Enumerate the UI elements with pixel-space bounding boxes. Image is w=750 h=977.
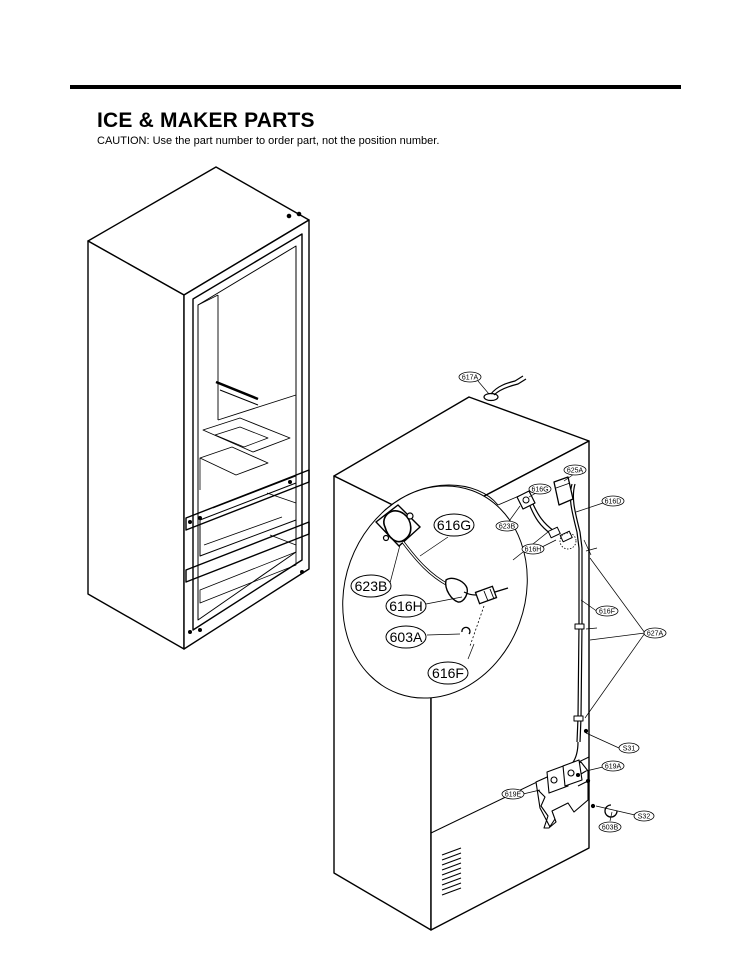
vent-grille <box>441 847 462 896</box>
svg-text:616D: 616D <box>605 499 622 506</box>
callout-603B: 603B <box>598 821 622 833</box>
callout-616F: 616F <box>595 605 619 617</box>
detail-callout-616F: 616F <box>427 661 469 685</box>
svg-text:617A: 617A <box>462 375 479 382</box>
cabinet-front-view <box>87 166 310 650</box>
water-valve-bracket <box>535 759 591 829</box>
svg-text:616H: 616H <box>525 547 542 554</box>
callout-625A: 625A <box>563 464 587 476</box>
detail-callout-616G: 616G <box>433 513 475 537</box>
svg-text:627A: 627A <box>647 631 664 638</box>
callout-617A: 617A <box>458 371 482 383</box>
svg-text:S31: S31 <box>623 746 636 753</box>
svg-text:623B: 623B <box>355 578 388 594</box>
svg-text:616F: 616F <box>432 665 464 681</box>
part-callouts: 617A 625A 616G 616D 623B 616H 616F 627A <box>458 371 667 833</box>
detail-magnifier <box>342 484 549 699</box>
caution-note: CAUTION: Use the part number to order pa… <box>97 135 440 147</box>
callout-619E: 619E <box>501 788 525 800</box>
callout-619A: 619A <box>601 760 625 772</box>
detail-callouts: 616G 623B 616H 603A 616F <box>350 513 475 685</box>
callout-623B: 623B <box>495 520 519 532</box>
svg-text:625A: 625A <box>567 468 584 475</box>
callout-S31: S31 <box>618 742 640 754</box>
callout-616D: 616D <box>601 495 625 507</box>
callout-leaders <box>389 380 646 822</box>
callout-616G: 616G <box>528 483 552 495</box>
svg-text:616G: 616G <box>437 517 471 533</box>
callout-S32: S32 <box>633 810 655 822</box>
svg-text:616F: 616F <box>599 609 615 616</box>
svg-text:619A: 619A <box>605 764 622 771</box>
svg-text:623B: 623B <box>499 524 516 531</box>
callout-627A: 627A <box>643 627 667 639</box>
callout-616H: 616H <box>521 543 545 555</box>
svg-text:S32: S32 <box>638 814 651 821</box>
detail-callout-623B: 623B <box>350 574 392 598</box>
detail-callout-603A: 603A <box>385 625 427 649</box>
detail-callout-616H: 616H <box>385 594 427 618</box>
page-title: ICE & MAKER PARTS <box>97 109 315 132</box>
svg-text:619E: 619E <box>505 792 522 799</box>
svg-text:616H: 616H <box>389 598 422 614</box>
svg-text:603B: 603B <box>602 825 619 832</box>
svg-text:616G: 616G <box>531 487 548 494</box>
svg-text:603A: 603A <box>390 629 423 645</box>
header-rule <box>70 85 681 89</box>
